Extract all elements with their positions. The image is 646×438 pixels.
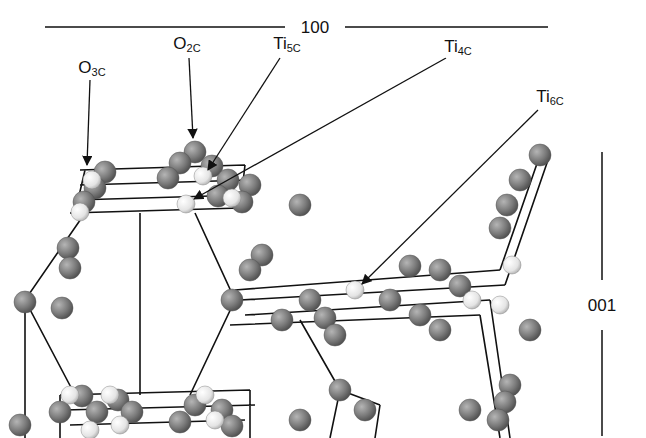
atom-site-label: O2C: [171, 34, 202, 55]
axis-label: 001: [586, 296, 618, 315]
axis-label: 100: [299, 18, 331, 37]
atom-site-label: Ti5C: [271, 34, 303, 55]
atom-site-label: Ti4C: [442, 37, 474, 58]
leader-arrows: [87, 58, 538, 284]
oxygen-atoms: [9, 141, 551, 437]
atom-site-label: Ti6C: [534, 87, 566, 108]
titanium-atoms: [61, 167, 521, 438]
atom-site-label: O3C: [76, 58, 107, 79]
bond-frame: [25, 155, 548, 438]
axis-lines: [45, 27, 602, 436]
